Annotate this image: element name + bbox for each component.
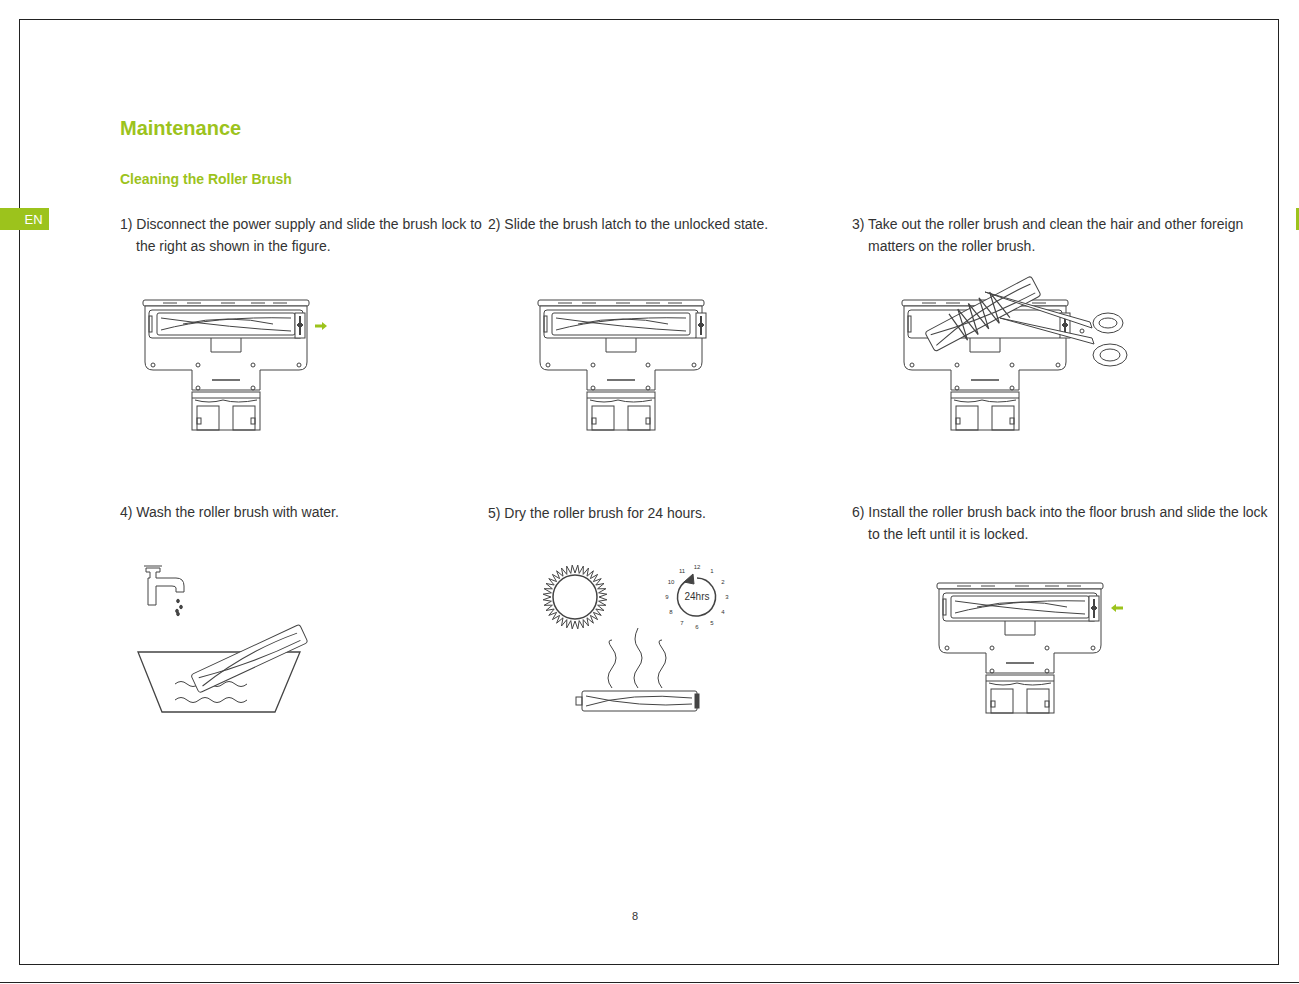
- floor-brush-head: [538, 300, 706, 430]
- roller-brush: [576, 691, 699, 711]
- water-faucet: [144, 566, 184, 616]
- page-number: 8: [632, 911, 638, 922]
- clock-number: 8: [669, 609, 672, 615]
- bottom-rule: [0, 982, 1299, 983]
- clock-number: 5: [710, 620, 713, 626]
- clock-number: 7: [680, 620, 683, 626]
- clock-number: 6: [695, 624, 698, 630]
- tab-label: EN: [24, 212, 42, 227]
- clock-number: 11: [679, 568, 685, 574]
- roller-brush: [922, 272, 1043, 357]
- floor-brush-head: [937, 583, 1103, 713]
- clock-number: 10: [668, 579, 675, 585]
- clock-number: 1: [710, 568, 713, 574]
- step-instruction: 5) Dry the roller brush for 24 hours.: [488, 502, 859, 524]
- sun: [543, 565, 607, 629]
- clock-number: 4: [721, 609, 724, 615]
- step-instruction: 2) Slide the brush latch to the unlocked…: [488, 213, 859, 235]
- clock-number: 2: [721, 579, 724, 585]
- clock: [677, 574, 715, 616]
- floor-brush-head: [143, 300, 309, 430]
- step-instruction: 4) Wash the roller brush with water.: [120, 501, 491, 523]
- roller-brush: [191, 624, 308, 693]
- page-title: Maintenance: [120, 117, 241, 140]
- clock-number: 9: [665, 594, 668, 600]
- duration-text: 24hrs: [684, 592, 709, 602]
- steam: [608, 628, 666, 688]
- section-heading: Cleaning the Roller Brush: [120, 171, 440, 187]
- step-instruction: 3) Take out the roller brush and clean t…: [852, 213, 1278, 257]
- direction-arrow: [315, 322, 327, 330]
- language-tab: EN: [0, 208, 49, 230]
- scissors: [985, 292, 1127, 366]
- step-instruction: 6) Install the roller brush back into th…: [852, 501, 1278, 545]
- direction-arrow: [1111, 604, 1123, 612]
- clock-number: 3: [725, 594, 728, 600]
- page-border: [20, 20, 1279, 965]
- step-instruction: 1) Disconnect the power supply and slide…: [120, 213, 496, 257]
- clock-number: 12: [694, 564, 701, 570]
- tab-edge: [1296, 208, 1299, 230]
